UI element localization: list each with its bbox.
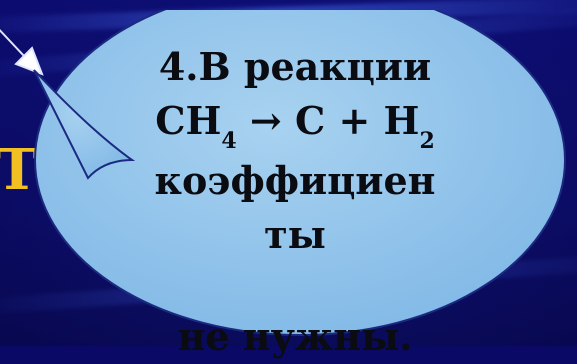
speech-bubble [33, 10, 566, 336]
equation-arrow: → [249, 98, 282, 143]
arrow-icon [0, 28, 44, 76]
word-line-continued: ты [264, 212, 326, 257]
word-line: коэффициен [154, 158, 436, 203]
title-line: 4.В реакции [158, 44, 432, 89]
equation-c-plus-h: C + H [281, 98, 420, 143]
equation-ch: CH [155, 98, 222, 143]
equation-h-subscript: 2 [419, 128, 435, 154]
equation-ch-subscript: 4 [221, 128, 237, 154]
left-glyph: Т [0, 137, 38, 203]
equation-line: CH4 → C + H2 [95, 94, 495, 154]
closing-line: не нужны. [177, 314, 413, 359]
slide-text: 4.В реакции CH4 → C + H2 коэффициен ты н… [95, 40, 495, 359]
